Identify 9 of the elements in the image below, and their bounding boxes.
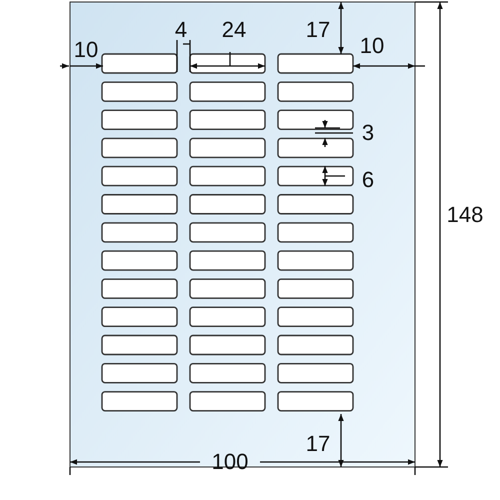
dimension-label: 6 — [362, 169, 374, 191]
dimension-label: 17 — [306, 19, 330, 41]
dimension-label: 10 — [360, 35, 384, 57]
dimension-label: 17 — [306, 433, 330, 455]
dimension-label: 10 — [74, 39, 98, 61]
dimension-label: 148 — [446, 204, 484, 226]
dimension-label: 4 — [174, 19, 188, 41]
dimension-label: 24 — [222, 19, 246, 41]
dimension-label: 3 — [362, 122, 374, 144]
